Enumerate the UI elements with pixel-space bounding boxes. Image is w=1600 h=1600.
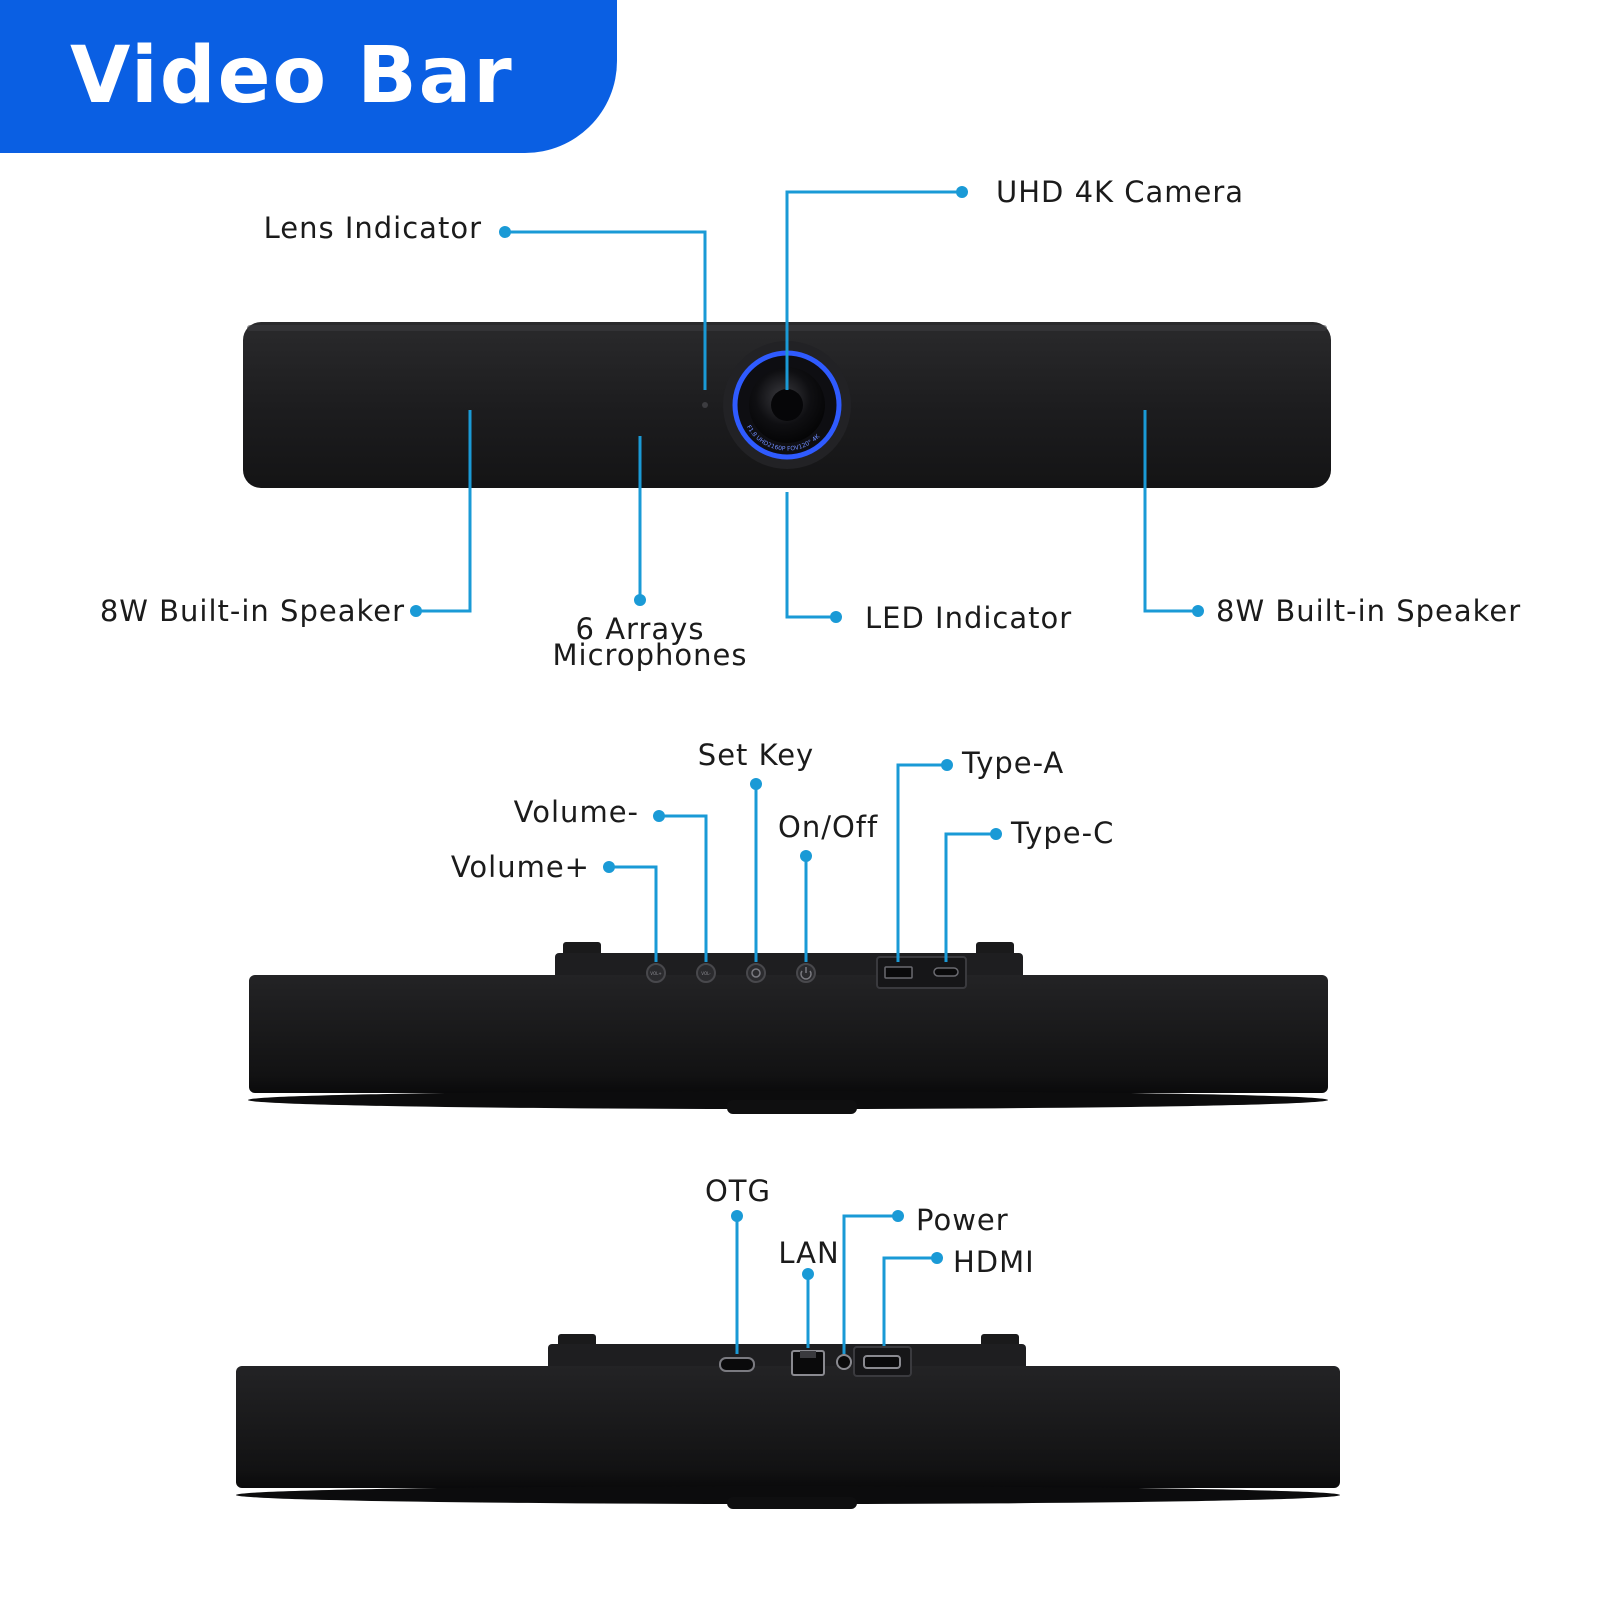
label-led-indicator: LED Indicator: [865, 601, 1073, 635]
callout-line-volume-plus: [609, 865, 658, 962]
page-title: Video Bar: [70, 31, 514, 121]
top-view: [248, 942, 1328, 1114]
callout-dot-otg: [731, 1210, 743, 1222]
callout-dot-microphones: [634, 594, 646, 606]
rear-bar-center-foot: [727, 1497, 857, 1509]
vol-minus-mark: VOL-: [701, 971, 711, 976]
power-icon: [800, 967, 812, 980]
callout-line-type-c: [944, 832, 996, 962]
set-key-button[interactable]: [746, 963, 766, 983]
callout-line-led-indicator: [785, 492, 836, 619]
label-set-key: Set Key: [697, 738, 815, 772]
callout-line-volume-minus: [659, 814, 708, 962]
lens-indicator-dot: [702, 402, 708, 408]
port-panel: [876, 956, 967, 989]
callout-dot-type-c: [990, 828, 1002, 840]
callout-dot-hdmi: [931, 1252, 943, 1264]
label-volume-plus: Volume+: [450, 850, 590, 884]
front-callouts: [416, 190, 1198, 619]
front-callout-dots: [410, 186, 1204, 623]
power-port[interactable]: [836, 1354, 852, 1370]
top-callout-dots: [603, 759, 1002, 873]
callout-dot-led-indicator: [830, 611, 842, 623]
type-c-port[interactable]: [933, 967, 959, 977]
label-microphones-line1: 6 Arrays: [575, 612, 705, 646]
top-callouts: [609, 763, 996, 962]
front-view: [243, 322, 1331, 488]
camera-lens-center: [771, 389, 803, 421]
label-speaker-left: 8W Built-in Speaker: [99, 594, 405, 628]
label-speaker-right: 8W Built-in Speaker: [1216, 594, 1522, 628]
callout-dot-type-a: [941, 759, 953, 771]
label-otg: OTG: [704, 1174, 771, 1208]
label-volume-minus: Volume-: [513, 795, 639, 829]
label-on-off: On/Off: [778, 810, 879, 844]
label-hdmi: HDMI: [953, 1245, 1035, 1279]
label-lan: LAN: [778, 1236, 840, 1270]
gear-icon: [751, 968, 761, 978]
callout-dot-volume-plus: [603, 861, 615, 873]
label-type-a: Type-A: [962, 746, 1065, 780]
label-uhd-camera: UHD 4K Camera: [996, 175, 1245, 209]
callout-line-power: [842, 1214, 898, 1354]
label-microphones-line2: Microphones: [552, 638, 748, 672]
callout-dot-on-off: [800, 850, 812, 862]
callout-dot-lan: [802, 1268, 814, 1280]
hdmi-port[interactable]: [863, 1355, 901, 1369]
rear-bar-body: [236, 1366, 1340, 1488]
rear-callout-dots: [731, 1210, 943, 1280]
label-type-c: Type-C: [1011, 816, 1115, 850]
callout-dot-speaker-left: [410, 605, 422, 617]
callout-line-speaker-left: [416, 410, 472, 613]
rear-view: [236, 1334, 1340, 1509]
callout-dot-set-key: [750, 778, 762, 790]
top-bar-body: [249, 975, 1328, 1093]
callout-dot-volume-minus: [653, 810, 665, 822]
label-lens-indicator: Lens Indicator: [263, 211, 482, 245]
rear-bar-base: [236, 1486, 1340, 1504]
volume-minus-button[interactable]: [696, 963, 716, 983]
callout-dot-uhd-camera: [956, 186, 968, 198]
callout-line-lens-indicator: [505, 230, 707, 390]
callout-line-type-a: [896, 763, 947, 962]
callout-dot-lens-indicator: [499, 226, 511, 238]
title-banner: Video Bar: [0, 0, 617, 153]
callout-line-speaker-right: [1143, 410, 1198, 613]
callout-dot-speaker-right: [1192, 605, 1204, 617]
rear-callouts: [735, 1214, 937, 1354]
otg-port[interactable]: [719, 1357, 755, 1372]
type-a-port[interactable]: [884, 966, 913, 979]
lan-port-tab: [800, 1351, 816, 1358]
vol-plus-mark: VOL+: [650, 971, 661, 976]
callout-dot-power: [892, 1210, 904, 1222]
label-power: Power: [916, 1203, 1009, 1237]
callout-line-uhd-camera: [785, 190, 962, 390]
volume-plus-button[interactable]: [646, 963, 666, 983]
callout-line-hdmi: [882, 1256, 937, 1346]
top-bar-center-foot: [727, 1100, 857, 1114]
